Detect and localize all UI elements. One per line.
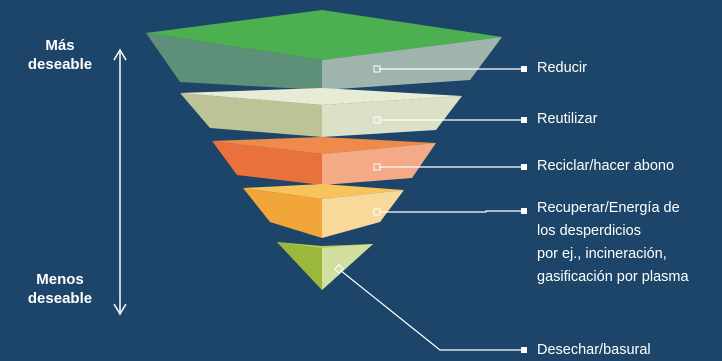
most-desirable-label: Más deseable	[5, 36, 115, 74]
recuperar-line4: gasificación por plasma	[537, 269, 689, 285]
recuperar-line2: los desperdicios	[537, 223, 641, 239]
least-desirable-line1: Menos	[36, 271, 84, 288]
leader-lines	[339, 68, 523, 351]
most-desirable-line2: deseable	[27, 56, 93, 73]
tier-label-desechar: Desechar/basural	[537, 342, 651, 358]
least-desirable-label: Menos deseable	[5, 270, 115, 308]
tier-recuperar	[243, 184, 404, 238]
tier-reciclar	[212, 137, 436, 185]
tier-label-reciclar: Reciclar/hacer abono	[537, 158, 675, 174]
tier-label-reducir: Reducir	[537, 60, 587, 76]
tier-label-reutilizar: Reutilizar	[537, 111, 598, 127]
leader-markers	[334, 65, 527, 353]
least-desirable-line2: deseable	[27, 290, 93, 307]
tier-reutilizar	[180, 88, 462, 137]
tier-desechar	[277, 242, 373, 290]
desirability-arrow	[113, 48, 127, 316]
tier-reducir	[146, 10, 502, 90]
recuperar-line3: por ej., incineración,	[537, 246, 667, 262]
tier-label-recuperar: Recuperar/Energía de los desperdicios po…	[537, 197, 689, 289]
most-desirable-line1: Más	[45, 37, 75, 54]
recuperar-line1: Recuperar/Energía de	[537, 200, 680, 216]
